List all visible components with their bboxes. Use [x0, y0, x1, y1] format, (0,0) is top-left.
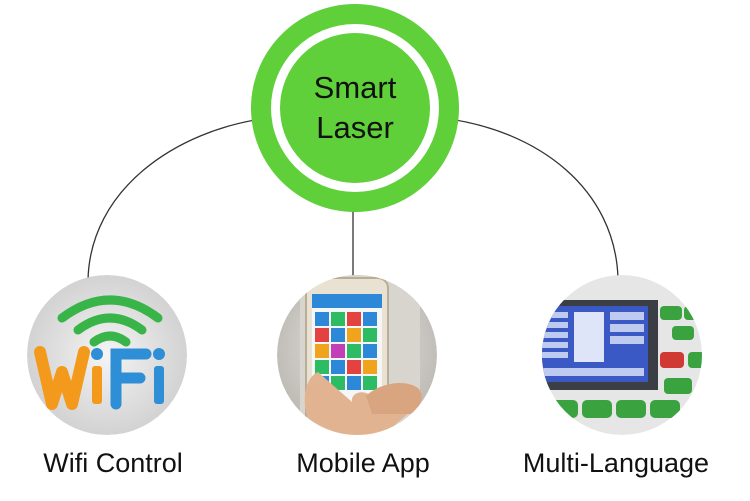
hub-label-line2: Laser: [316, 110, 394, 145]
wifi-signal-icon: [57, 295, 163, 347]
node-label-multilanguage: Multi-Language: [522, 448, 710, 478]
wifi-letters: [34, 346, 165, 410]
connector-left: [87, 117, 269, 281]
hub-node: [251, 4, 459, 212]
connector-right: [441, 117, 619, 279]
hand-image: [304, 372, 422, 435]
hub-label: Smart Laser: [280, 68, 430, 148]
control-panel-icon: [542, 300, 702, 418]
node-label-wifi: Wifi Control: [43, 448, 183, 478]
node-wifi-image: [27, 275, 187, 435]
hub-inner-fill: [280, 33, 430, 183]
node-panel-image: [542, 275, 702, 435]
node-mobile-image: [277, 275, 437, 435]
node-label-mobile: Mobile App: [296, 448, 430, 478]
hub-label-line1: Smart: [313, 70, 397, 105]
connectors: [87, 117, 619, 281]
